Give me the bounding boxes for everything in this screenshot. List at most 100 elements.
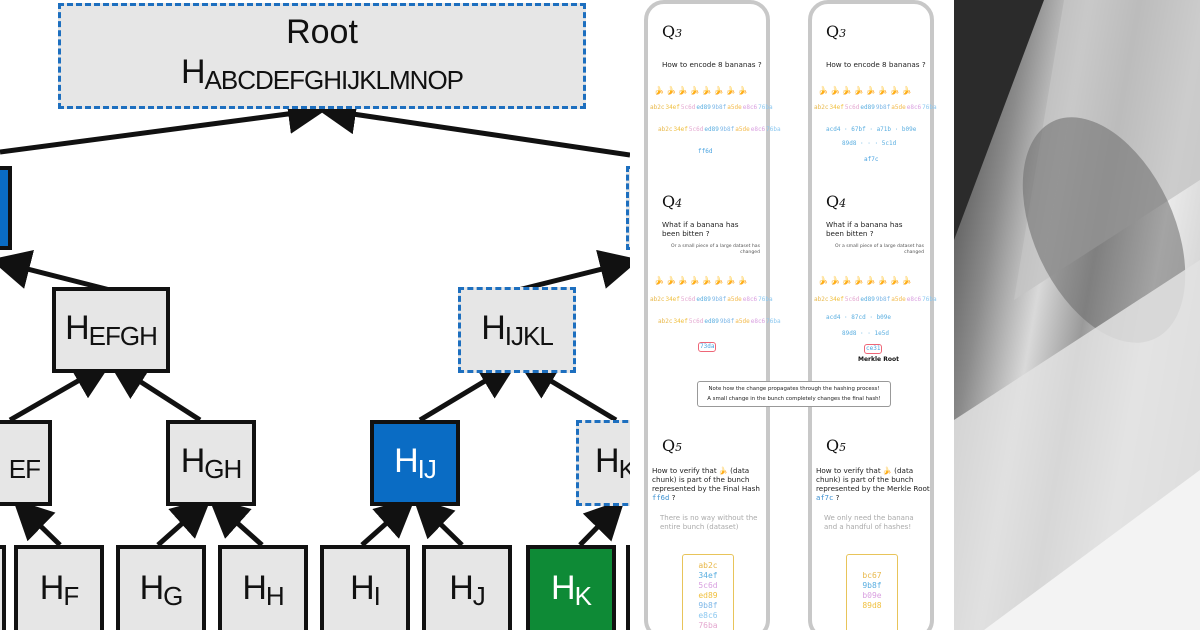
hash-chip: ab2c — [814, 296, 829, 303]
node-h-gh: HGH — [166, 420, 256, 506]
q4-note-right: Or a small piece of a large dataset has … — [835, 244, 924, 255]
hash-chip: 9b8f — [875, 296, 891, 303]
node-h-i: HI — [320, 545, 410, 630]
node-h-j: HJ — [422, 545, 512, 630]
photo-shapes — [954, 0, 1200, 630]
edge-gh-to-efgh — [107, 360, 202, 423]
hash-chip: a5de — [891, 104, 906, 111]
root-title: Root — [286, 13, 358, 51]
hash-list-item: 9b8f — [698, 601, 718, 610]
hash-list-item: bc67 — [862, 571, 882, 580]
hash-row-bitten-right: ab2c34ef5c6ded899b8fa5dee8c676ba — [814, 296, 938, 304]
hash-chip: a5de — [727, 104, 742, 111]
q3-label-right: Q3 — [826, 22, 847, 41]
q3-text-right: How to encode 8 bananas ? — [826, 60, 926, 69]
partial-left-node — [0, 166, 12, 250]
hash-chip: ab2c — [650, 296, 665, 303]
hash-chip: ed89 — [696, 104, 711, 111]
hash-chip: 76ba — [758, 296, 773, 303]
column-final-hash: Q3 How to encode 8 bananas ? 🍌🍌🍌🍌🍌🍌🍌🍌 ab… — [644, 0, 781, 630]
hash-chip: e8c6 — [750, 318, 766, 325]
hash-chip: 9b8f — [711, 104, 727, 111]
merkle-root-label: Merkle Root — [858, 356, 899, 363]
node-h-efgh: HEFGH — [52, 287, 170, 373]
merkle-level-1-bitten: acd4 · 87cd · b09e — [826, 314, 892, 321]
hash-chip: 5c6d — [844, 296, 860, 303]
merkle-tree-diagram: Root HABCDEFGHIJKLMNOP HEFGH HIJKL EF HG… — [0, 3, 630, 630]
concat-row: ab2c34ef5c6ded899b8fa5dee8c676ba — [658, 126, 782, 134]
hash-chip: ab2c — [658, 126, 673, 133]
node-h-ef: EF — [0, 420, 52, 506]
q3-final-hash: ff6d — [698, 148, 713, 155]
root-node: Root HABCDEFGHIJKLMNOP — [58, 3, 586, 109]
hash-chip: ed89 — [860, 296, 875, 303]
hash-chip: 34ef — [665, 104, 680, 111]
edge-left-to-root — [0, 94, 328, 155]
hash-chip: 9b8f — [719, 126, 735, 133]
hash-chip: 34ef — [829, 296, 844, 303]
root-hash: HABCDEFGHIJKLMNOP — [180, 53, 464, 95]
grayscale-coin-photo — [954, 0, 1200, 630]
q3-text: How to encode 8 bananas ? — [662, 60, 762, 69]
concat-row-bitten: ab2c34ef5c6ded899b8fa5dee8c676ba — [658, 318, 782, 326]
node-h-g: HG — [116, 545, 206, 630]
tree-edges — [0, 94, 630, 547]
edge-j-to-ij — [412, 497, 464, 547]
node-h-ij: HIJ — [370, 420, 460, 506]
hash-chip: 76ba — [922, 296, 937, 303]
edge-right-to-root — [316, 94, 630, 158]
q3-merkle-root: af7c — [864, 156, 879, 163]
edge-i-to-ij — [360, 497, 416, 547]
hash-chip: ed89 — [860, 104, 875, 111]
hash-chip: 76ba — [766, 126, 781, 133]
node-leaf-partial-right — [626, 545, 630, 630]
hash-list-item: b09e — [862, 591, 882, 600]
hash-chip: 5c6d — [680, 104, 696, 111]
hash-chip: e8c6 — [742, 104, 758, 111]
hash-row: ab2c34ef5c6ded899b8fa5dee8c676ba — [650, 104, 774, 112]
hash-list-item: e8c6 — [698, 611, 718, 620]
hash-chip: ab2c — [814, 104, 829, 111]
banana-row-bitten: 🍌🍌🍌🍌🍌🍌🍌🍌 — [654, 276, 750, 285]
hash-chip: e8c6 — [906, 296, 922, 303]
q5-label-right: Q5 — [826, 436, 847, 455]
hash-chip: e8c6 — [742, 296, 758, 303]
q4-text-right: What if a banana has been bitten ? — [826, 220, 903, 238]
q4-label: Q4 — [662, 192, 683, 211]
q5-answer-right: We only need the banana and a handful of… — [824, 514, 914, 531]
hash-chip: 5c6d — [844, 104, 860, 111]
hash-list-item: ed89 — [698, 591, 718, 600]
hash-chip: e8c6 — [750, 126, 766, 133]
q4-label-right: Q4 — [826, 192, 847, 211]
hash-chip: ab2c — [650, 104, 665, 111]
node-h-k: HK — [526, 545, 616, 630]
node-h-k-partial: HK — [576, 420, 630, 506]
hash-chip: 9b8f — [719, 318, 735, 325]
node-h-ijkl: HIJKL — [458, 287, 576, 373]
hash-chip: ab2c — [658, 318, 673, 325]
hash-chip: 34ef — [665, 296, 680, 303]
hash-list-item: 5c6d — [698, 581, 718, 590]
node-h-h: HH — [218, 545, 308, 630]
hash-chip: 76ba — [922, 104, 937, 111]
q3-label: Q3 — [662, 22, 683, 41]
hash-list-item: ab2c — [698, 561, 718, 570]
hash-list-item: 89d8 — [862, 601, 882, 610]
edge-f-to-ef — [12, 499, 62, 547]
hash-chip: 34ef — [829, 104, 844, 111]
hash-row-bitten: ab2c34ef5c6ded899b8fa5dee8c676ba — [650, 296, 774, 304]
hash-chip: 34ef — [673, 126, 688, 133]
merkle-level-2: 89d8 · · · 5c1d — [842, 140, 897, 147]
edge-g-to-gh — [156, 497, 212, 547]
q5-answer: There is no way without the entire bunch… — [660, 514, 758, 531]
edge-k-to-ijkl — [517, 360, 618, 423]
column-merkle-root: Q3 How to encode 8 bananas ? 🍌🍌🍌🍌🍌🍌🍌🍌 ab… — [808, 0, 937, 630]
propagation-callout: Note how the change propagates through t… — [697, 381, 891, 407]
hash-chip: 5c6d — [688, 126, 704, 133]
edge-efgh-to-left — [0, 250, 111, 293]
hash-chip: ed89 — [704, 126, 719, 133]
hash-chip: 5c6d — [680, 296, 696, 303]
q4-merkle-root: ce31 — [864, 344, 883, 354]
banana-row-bitten-right: 🍌🍌🍌🍌🍌🍌🍌🍌 — [818, 276, 914, 285]
